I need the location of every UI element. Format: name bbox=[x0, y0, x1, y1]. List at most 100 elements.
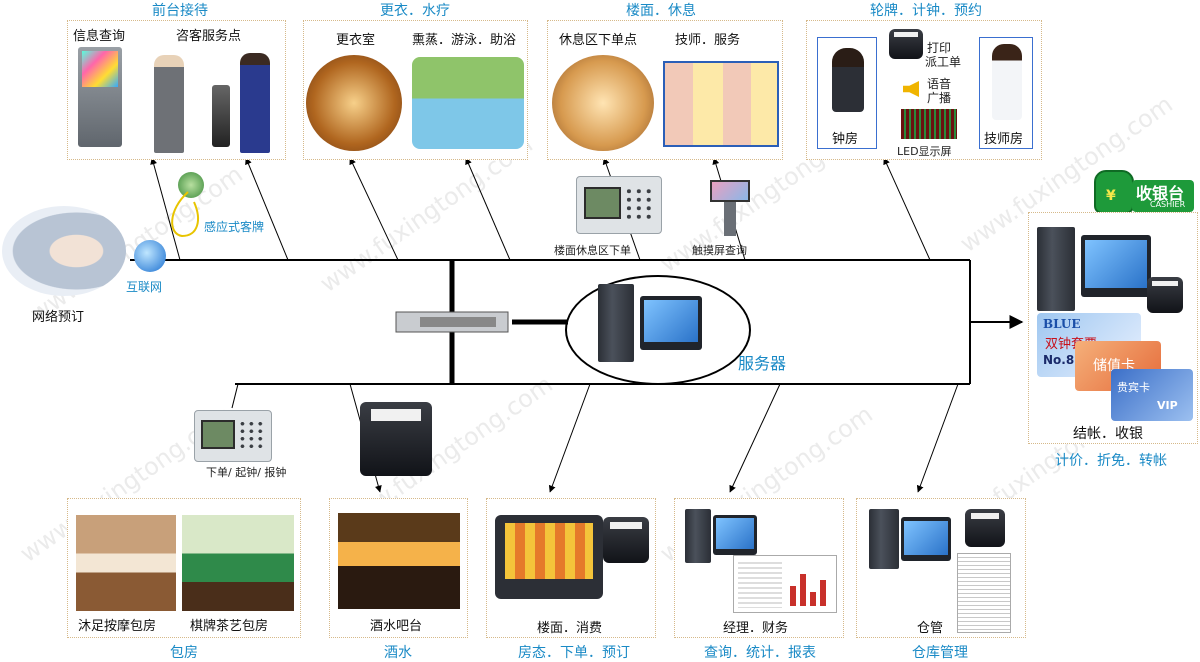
manager-monitor-icon bbox=[713, 515, 757, 555]
panel-query: 经理．财务 bbox=[674, 498, 844, 638]
report-chart-image bbox=[733, 555, 837, 613]
panel-room-status: 楼面．消费 bbox=[486, 498, 656, 638]
panel-cashier: BLUE 双钟套票 No.88 储值卡 贵宾卡 VIP 结帐．收银 bbox=[1028, 212, 1198, 444]
kiosk-terminal-image bbox=[212, 85, 230, 147]
keyboard-hands-image bbox=[2, 206, 126, 296]
section-title-rotation: 轮牌．计钟．预约 bbox=[870, 3, 982, 19]
label-rest-order-point: 休息区下单点 bbox=[559, 33, 638, 48]
label-technician-service: 技师．服务 bbox=[675, 33, 741, 48]
mahjong-room-image bbox=[182, 515, 294, 611]
operator-image bbox=[832, 48, 864, 112]
clock-room-box: 钟房 bbox=[817, 37, 877, 149]
switch-device bbox=[395, 311, 509, 333]
cashier-badge-text: 收银台 bbox=[1136, 184, 1185, 203]
panel-front-desk: 信息查询 咨客服务点 bbox=[67, 20, 286, 160]
bar-counter-image bbox=[338, 513, 460, 609]
section-title-private-rooms: 包房 bbox=[170, 645, 198, 661]
label-server: 服务器 bbox=[738, 354, 787, 373]
cashier-badge: ¥ 收银台 CASHIER bbox=[1094, 170, 1196, 214]
yen-symbol: ¥ bbox=[1106, 188, 1116, 204]
panel-warehouse: 仓管 bbox=[856, 498, 1026, 638]
label-dispatch-ticket: 派工单 bbox=[925, 55, 962, 69]
card-text-vip: VIP bbox=[1157, 399, 1178, 412]
panel-private-rooms: 沐足按摩包房 棋牌茶艺包房 bbox=[67, 498, 301, 638]
led-screen-image bbox=[901, 109, 957, 139]
label-technician-room: 技师房 bbox=[984, 132, 1024, 147]
label-greeter-point: 咨客服务点 bbox=[176, 29, 242, 44]
server-monitor-icon bbox=[640, 296, 702, 350]
technician-board-image bbox=[663, 61, 779, 147]
cashier-printer-icon bbox=[1147, 277, 1183, 313]
floor-order-terminal-image bbox=[576, 176, 662, 234]
speaker-icon bbox=[903, 81, 919, 97]
technician-image bbox=[992, 44, 1022, 120]
vip-card: 贵宾卡 VIP bbox=[1111, 369, 1193, 421]
label-foot-massage-room: 沐足按摩包房 bbox=[78, 619, 157, 634]
label-touch-query: 触摸屏查询 bbox=[692, 244, 747, 257]
backbone bbox=[130, 259, 1024, 385]
label-broadcast: 广播 bbox=[927, 91, 952, 105]
card-tag-strap bbox=[171, 191, 199, 238]
rest-area-image bbox=[552, 55, 654, 151]
manager-tower-icon bbox=[685, 509, 711, 563]
warehouse-monitor-icon bbox=[901, 517, 951, 561]
pos-printer-icon bbox=[603, 517, 649, 563]
label-floor-order: 楼面休息区下单 bbox=[554, 244, 631, 257]
label-manager-finance: 经理．财务 bbox=[723, 621, 789, 636]
label-order-terminal: 下单/ 起钟/ 报钟 bbox=[206, 466, 287, 479]
section-title-drinks: 酒水 bbox=[384, 645, 412, 661]
section-title-room-status: 房态．下单．预订 bbox=[518, 645, 630, 661]
room-order-terminal-image bbox=[194, 410, 272, 462]
warehouse-tower-icon bbox=[869, 509, 899, 569]
label-card-tag: 感应式客牌 bbox=[204, 220, 265, 234]
section-title-front-desk: 前台接待 bbox=[152, 3, 208, 19]
panel-floor-rest: 休息区下单点 技师．服务 bbox=[547, 20, 783, 160]
pos-terminal-image bbox=[495, 515, 603, 599]
server-ellipse bbox=[565, 275, 751, 385]
label-bar-counter: 酒水吧台 bbox=[370, 619, 423, 634]
receipt-printer-icon bbox=[360, 402, 432, 476]
label-spa: 熏蒸．游泳．助浴 bbox=[412, 33, 517, 48]
section-title-changing: 更衣．水疗 bbox=[380, 3, 450, 19]
locker-room-image bbox=[306, 55, 402, 151]
section-title-cashier: 计价．折免．转帐 bbox=[1055, 453, 1167, 469]
warehouse-printer-icon bbox=[965, 509, 1005, 547]
ticket-printer-icon bbox=[889, 29, 923, 59]
label-internet: 互联网 bbox=[126, 280, 163, 294]
label-led-screen: LED显示屏 bbox=[897, 145, 952, 158]
server-tower-icon bbox=[598, 284, 634, 362]
foot-massage-room-image bbox=[76, 515, 176, 611]
label-info-query: 信息查询 bbox=[73, 29, 126, 44]
receptionist-image bbox=[240, 53, 270, 153]
label-checkout: 结帐．收银 bbox=[1073, 426, 1143, 442]
pool-image bbox=[412, 57, 524, 149]
panel-rotation: 钟房 打印 派工单 语音 广播 LED显示屏 技师房 bbox=[806, 20, 1042, 160]
touch-kiosk-image bbox=[710, 180, 750, 238]
cashier-badge-box bbox=[1132, 180, 1194, 212]
cashier-badge-sub: CASHIER bbox=[1150, 200, 1186, 209]
panel-drinks: 酒水吧台 bbox=[329, 498, 468, 638]
internet-icon bbox=[134, 240, 166, 272]
cashier-monitor-icon bbox=[1081, 235, 1151, 297]
stock-list-image bbox=[957, 553, 1011, 633]
panel-changing: 更衣室 熏蒸．游泳．助浴 bbox=[303, 20, 528, 160]
label-voice: 语音 bbox=[927, 77, 952, 91]
businessman-image bbox=[154, 55, 184, 153]
section-title-query: 查询．统计．报表 bbox=[704, 645, 816, 661]
technician-room-box: 技师房 bbox=[979, 37, 1033, 149]
card-tag-icon bbox=[178, 172, 204, 198]
card-text-no88: No.88 bbox=[1043, 353, 1083, 367]
section-title-warehouse: 仓库管理 bbox=[912, 645, 968, 661]
label-chess-tea-room: 棋牌茶艺包房 bbox=[190, 619, 269, 634]
label-warehouse-keeper: 仓管 bbox=[917, 621, 944, 636]
label-floor-consumption: 楼面．消费 bbox=[537, 621, 603, 636]
label-online-booking: 网络预订 bbox=[32, 310, 85, 325]
label-clock-room: 钟房 bbox=[832, 132, 859, 147]
label-print: 打印 bbox=[927, 41, 952, 55]
section-title-floor-rest: 楼面．休息 bbox=[626, 3, 696, 19]
kiosk-image bbox=[78, 47, 122, 147]
label-locker-room: 更衣室 bbox=[336, 33, 376, 48]
card-text-vip-cn: 贵宾卡 bbox=[1117, 381, 1150, 394]
card-text-blue: BLUE bbox=[1043, 317, 1081, 331]
cashier-tower-icon bbox=[1037, 227, 1075, 311]
